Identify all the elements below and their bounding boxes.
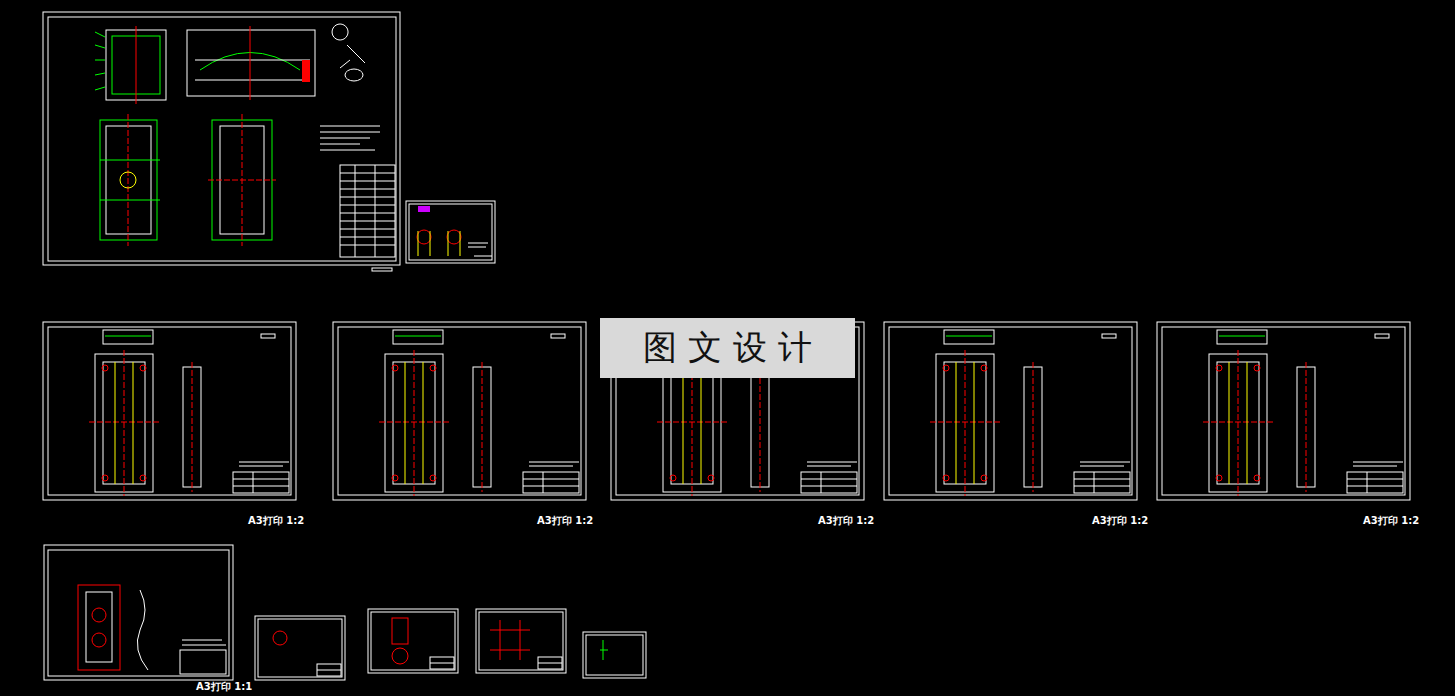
scale-note: A3打印 1:2 <box>1363 514 1419 528</box>
scale-note: A3打印 1:1 <box>196 680 252 694</box>
scale-note: A3打印 1:2 <box>537 514 593 528</box>
scale-note: A3打印 1:2 <box>1092 514 1148 528</box>
scale-note: A3打印 1:2 <box>248 514 304 528</box>
scale-note: A3打印 1:2 <box>818 514 874 528</box>
watermark-text: 图 文 设 计 <box>643 325 811 371</box>
watermark-box: 图 文 设 计 <box>600 318 855 378</box>
